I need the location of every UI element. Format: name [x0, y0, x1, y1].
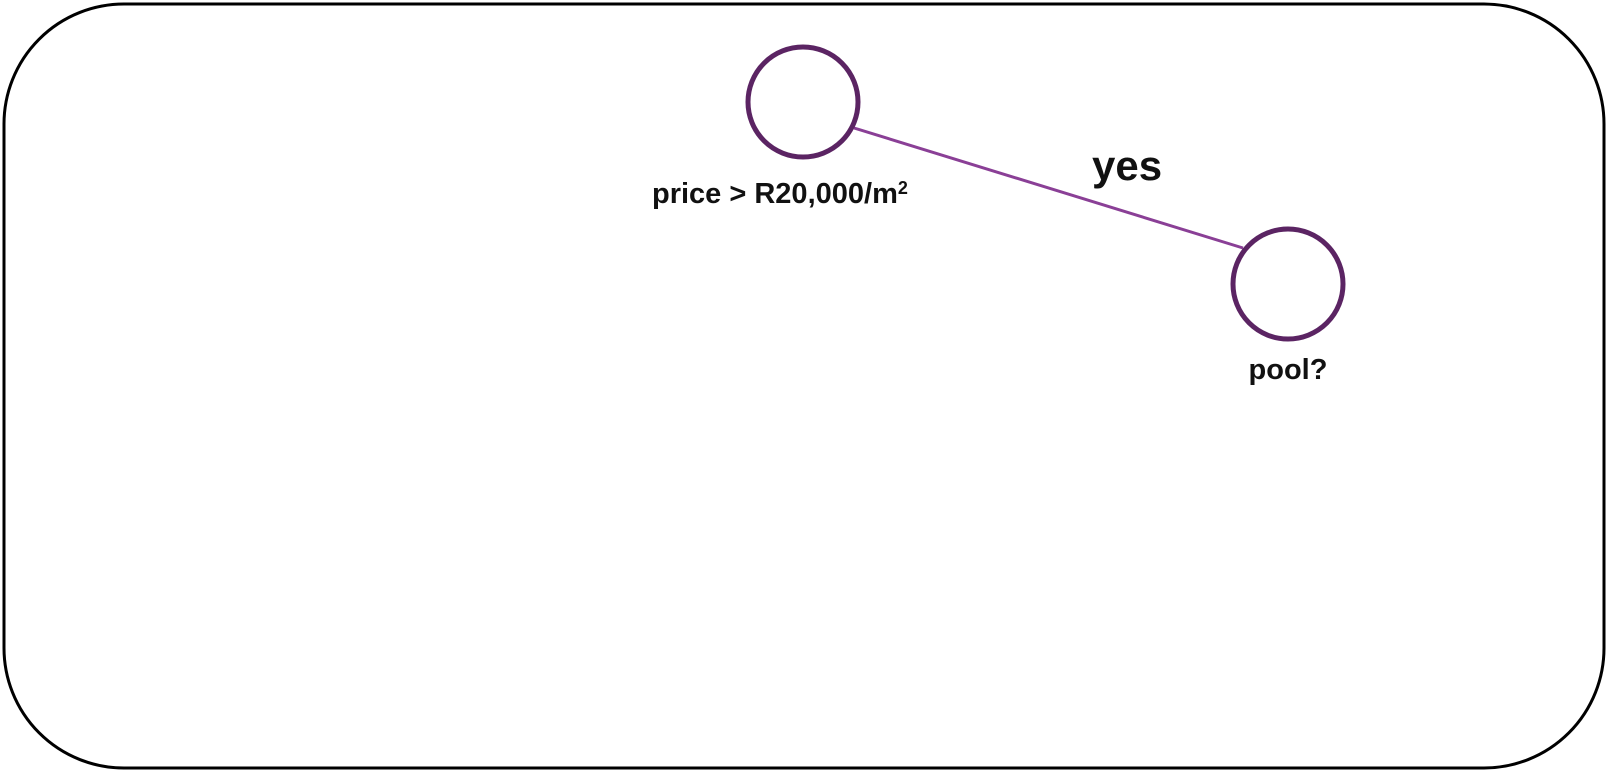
root-node[interactable]: [745, 44, 861, 160]
edge-root-to-pool: [853, 126, 1244, 250]
root-node-label-main: price > R20,000/m: [652, 178, 898, 210]
root-node-label-superscript: 2: [898, 178, 908, 198]
pool-node[interactable]: [1230, 226, 1346, 342]
pool-node-label: pool?: [1249, 354, 1328, 386]
edge-label-yes: yes: [1092, 142, 1162, 189]
root-node-label: price > R20,000/m2: [652, 178, 908, 210]
